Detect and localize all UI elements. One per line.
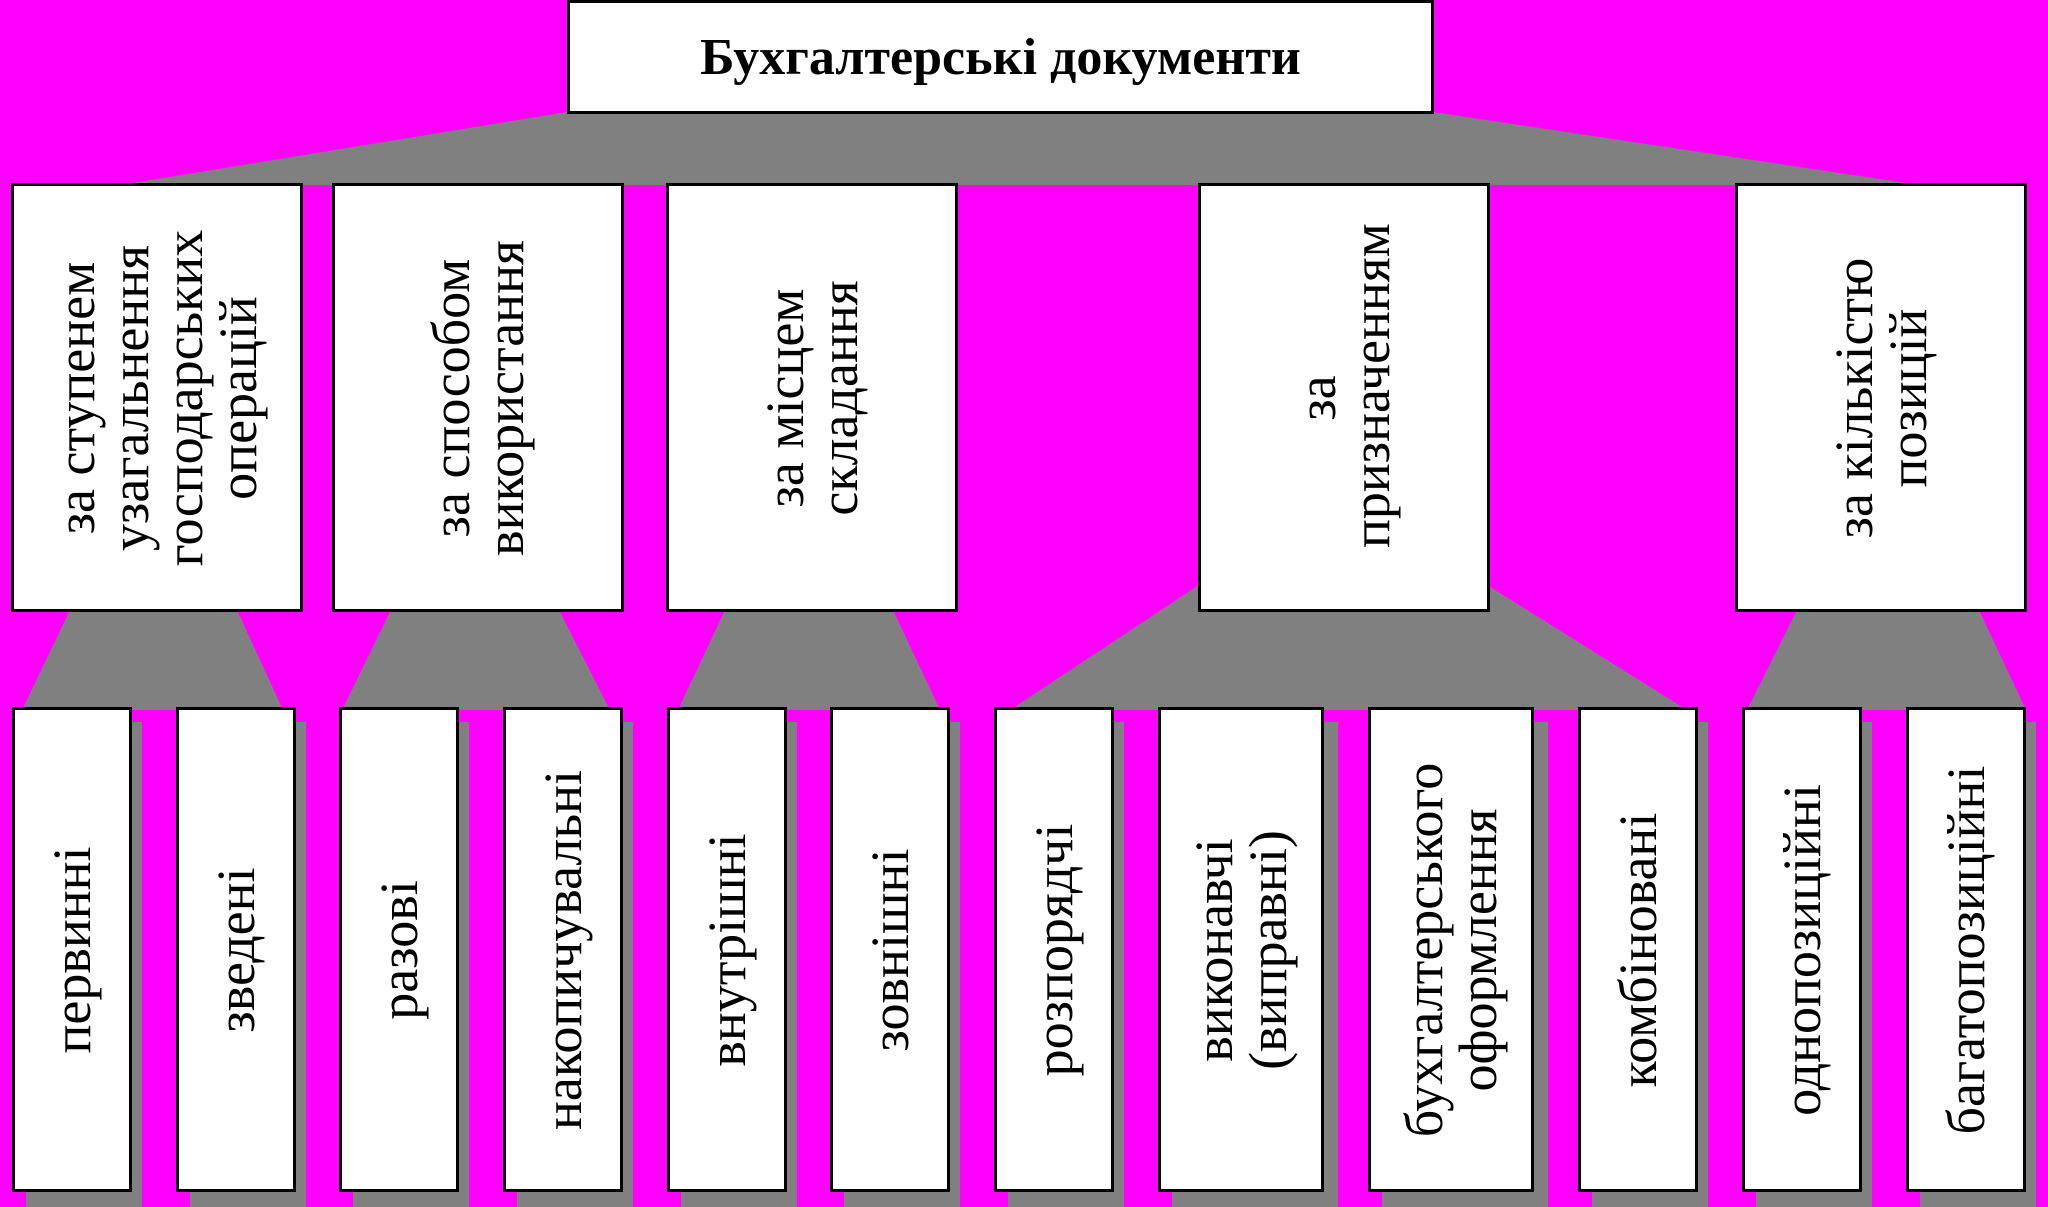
leaf-label: бухгалтерського оформлення	[1394, 762, 1508, 1137]
leaf-box: накопичувальні	[503, 707, 623, 1192]
leaf-box: разові	[339, 707, 459, 1192]
leaf-label: разові	[369, 879, 429, 1020]
category-label: за призначенням	[1287, 222, 1401, 548]
leaf-label: виконавчі (виправні)	[1184, 829, 1298, 1070]
leaf-box: внутрішні	[667, 707, 787, 1192]
cat2-fan-connector	[342, 610, 610, 710]
category-box-generalization: за ступенем узагальнення господарських о…	[11, 183, 303, 612]
category-box-purpose: за призначенням	[1198, 183, 1490, 612]
leaf-box: комбіновані	[1578, 707, 1698, 1192]
cat3-fan-connector	[678, 610, 940, 710]
leaf-label: зведені	[206, 866, 266, 1033]
leaf-box: розпорядчі	[994, 707, 1114, 1192]
category-label: за кількістю позицій	[1824, 257, 1938, 538]
leaf-label: комбіновані	[1608, 812, 1668, 1087]
cat1-fan-connector	[22, 610, 283, 710]
leaf-label: внутрішні	[697, 832, 757, 1067]
category-label: за місцем складання	[755, 279, 869, 516]
root-box: Бухгалтерські документи	[567, 0, 1434, 114]
cat5-fan-connector	[1747, 610, 2026, 710]
category-box-usage: за способом використання	[332, 183, 624, 612]
leaf-label: багатопозиційні	[1936, 765, 1996, 1134]
cat4-fan-connector	[1010, 585, 1687, 710]
leaf-label: розпорядчі	[1024, 823, 1084, 1076]
leaf-box: однопозиційні	[1742, 707, 1862, 1192]
category-box-positions: за кількістю позицій	[1735, 183, 2027, 612]
category-label: за способом використання	[421, 239, 535, 556]
root-title: Бухгалтерські документи	[700, 28, 1301, 86]
root-fan-connector	[120, 112, 1920, 185]
leaf-label: накопичувальні	[533, 769, 593, 1130]
leaf-box: зведені	[176, 707, 296, 1192]
leaf-label: однопозиційні	[1772, 783, 1832, 1116]
leaf-label: зовнішні	[860, 848, 920, 1051]
leaf-box: первинні	[12, 707, 132, 1192]
leaf-box: виконавчі (виправні)	[1158, 707, 1324, 1192]
leaf-box: багатопозиційні	[1906, 707, 2026, 1192]
leaf-box: бухгалтерського оформлення	[1368, 707, 1534, 1192]
category-box-place: за місцем складання	[666, 183, 958, 612]
category-label: за ступенем узагальнення господарських о…	[46, 229, 268, 566]
leaf-label: первинні	[42, 845, 102, 1054]
leaf-box: зовнішні	[830, 707, 950, 1192]
